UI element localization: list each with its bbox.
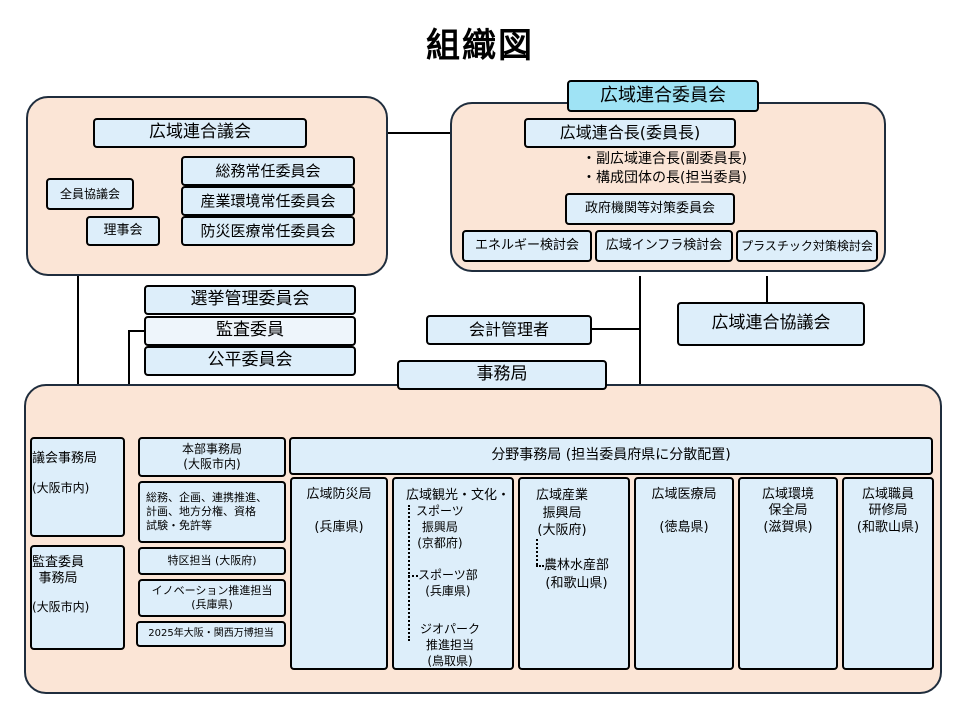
audit-office-label: 監査委員 事務局 xyxy=(32,555,85,587)
field-offices-header-box: 分野事務局 (担当委員府県に分散配置) xyxy=(289,437,933,475)
industry-environment-committee-box: 産業環境常任委員会 xyxy=(181,186,355,216)
sports-division-label: スポーツ部 (兵庫県) xyxy=(418,568,478,599)
plastic-study-box: プラスチック対策検討会 xyxy=(736,230,878,262)
infrastructure-study-box: 広域インフラ検討会 xyxy=(595,230,733,262)
tourism-sports-promotion-label: スポーツ 振興局 (京都府) xyxy=(416,504,464,551)
environment-bureau-box: 広域環境 保全局 (滋賀県) xyxy=(738,477,838,670)
audit-office-box: 監査委員 事務局 (大阪市内) xyxy=(30,545,125,650)
hq-duties-box: 総務、企画、連携推進、 計画、地方分権、資格 試験・免許等 xyxy=(138,481,286,543)
council-office-label: 議会事務局 xyxy=(32,451,98,466)
tourism-bureau-label: 広域観光・文化・ xyxy=(406,488,511,503)
member-heads-note: ・構成団体の長(担当委員) xyxy=(582,170,747,186)
page-title: 組織図 xyxy=(426,26,534,66)
tourism-bureau-box: 広域観光・文化・ スポーツ 振興局 (京都府) スポーツ部 (兵庫県) ジオパー… xyxy=(392,477,514,670)
disaster-bureau-box: 広域防災局 (兵庫県) xyxy=(290,477,388,670)
innovation-box: イノベーション推進担当 (兵庫県) xyxy=(138,579,286,617)
industry-bureau-label: 広域産業 振興局 (大阪府) xyxy=(536,488,589,539)
secretariat-box: 事務局 xyxy=(397,360,607,390)
energy-study-box: エネルギー検討会 xyxy=(462,230,592,262)
medical-bureau-box: 広域医療局 (徳島県) xyxy=(634,477,734,670)
disaster-medical-committee-box: 防災医療常任委員会 xyxy=(181,216,355,246)
accounting-manager-box: 会計管理者 xyxy=(426,315,592,345)
equity-committee-box: 公平委員会 xyxy=(144,346,356,376)
vice-head-note: ・副広域連合長(副委員長) xyxy=(582,151,747,167)
industry-bureau-box: 広域産業 振興局 (大阪府) 農林水産部 (和歌山県) xyxy=(518,477,630,670)
expo-box: 2025年大阪・関西万博担当 xyxy=(136,621,286,647)
audit-office-location: (大阪市内) xyxy=(32,599,90,614)
geopark-label: ジオパーク 推進担当 (鳥取県) xyxy=(420,622,481,669)
special-zone-box: 特区担当 (大阪府) xyxy=(138,547,286,575)
coordination-council-box: 広域連合協議会 xyxy=(677,302,865,346)
general-affairs-committee-box: 総務常任委員会 xyxy=(181,156,355,186)
union-head-box: 広域連合長(委員長) xyxy=(524,118,736,148)
council-office-box: 議会事務局 (大阪市内) xyxy=(30,437,125,537)
agriculture-division-label: 農林水産部 (和歌山県) xyxy=(544,558,610,591)
board-box: 理事会 xyxy=(86,216,160,246)
audit-commissioner-box: 監査委員 xyxy=(144,316,356,346)
council-office-location: (大阪市内) xyxy=(32,481,90,496)
election-committee-box: 選挙管理委員会 xyxy=(144,285,356,315)
gov-agency-committee-box: 政府機関等対策委員会 xyxy=(565,193,735,225)
staff-training-bureau-box: 広域職員 研修局 (和歌山県) xyxy=(842,477,934,670)
hq-office-box: 本部事務局 (大阪市内) xyxy=(138,437,286,477)
all-members-meeting-box: 全員協議会 xyxy=(46,178,134,210)
council-box: 広域連合議会 xyxy=(93,118,307,148)
committee-header-box: 広域連合委員会 xyxy=(567,80,759,112)
